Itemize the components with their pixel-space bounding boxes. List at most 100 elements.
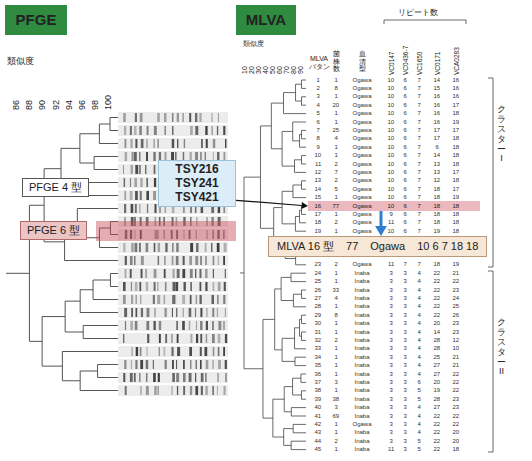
gel-band	[147, 308, 150, 317]
table-cell: 3	[390, 329, 393, 336]
dendrogram-line	[80, 390, 118, 391]
gel-band	[223, 256, 225, 265]
table-cell: 18	[453, 110, 460, 117]
table-cell: 7	[335, 169, 338, 176]
dendrogram-line	[80, 133, 100, 134]
table-cell: 5	[418, 396, 421, 403]
table-cell: 13	[315, 177, 322, 184]
gel-band	[140, 113, 143, 122]
gel-band	[139, 282, 141, 291]
table-cell: 3	[404, 312, 407, 319]
gel-band	[147, 204, 148, 213]
table-cell: 7	[418, 203, 421, 210]
table-cell: 42	[315, 421, 322, 428]
gel-band	[195, 269, 196, 278]
table-cell: 19	[434, 387, 441, 394]
table-cell: 28	[434, 345, 441, 352]
gel-band	[205, 386, 207, 395]
gel-band	[131, 295, 133, 304]
table-cell: 30	[315, 320, 322, 327]
dendrogram-line	[291, 407, 306, 408]
table-cell: 24	[453, 295, 460, 302]
table-cell: 3	[404, 329, 407, 336]
table-cell: 29	[315, 312, 322, 319]
table-cell: 23	[453, 404, 460, 411]
table-cell: 1	[335, 144, 338, 151]
gel-band	[139, 165, 141, 174]
table-cell: 6	[404, 186, 407, 193]
table-cell: 2	[335, 337, 338, 344]
gel-lane	[118, 112, 228, 123]
gel-band	[212, 295, 215, 304]
locus-header: VC1650	[416, 52, 423, 76]
pattern-label: 77	[346, 240, 358, 253]
table-cell: 22	[453, 413, 460, 420]
table-cell: 7	[418, 135, 421, 142]
gel-band	[146, 282, 148, 291]
table-cell: 1	[335, 387, 338, 394]
table-cell: Inaba	[355, 270, 370, 277]
dendrogram-line	[44, 241, 64, 242]
gel-band	[173, 282, 176, 291]
gel-band	[135, 321, 138, 330]
gel-band	[154, 386, 156, 395]
table-cell: Inaba	[355, 396, 370, 403]
gel-band	[146, 373, 147, 382]
gel-band	[147, 334, 149, 343]
table-cell: 6	[404, 93, 407, 100]
table-cell: 6	[404, 85, 407, 92]
table-cell: 1	[335, 194, 338, 201]
gel-band	[217, 295, 218, 304]
gel-band	[217, 386, 218, 395]
table-cell: 16	[434, 102, 441, 109]
dendrogram-line	[94, 156, 118, 157]
gel-band	[190, 126, 193, 135]
gel-band	[212, 126, 213, 135]
table-cell: 7	[418, 102, 421, 109]
gel-band	[184, 139, 185, 148]
table-cell: 17	[453, 169, 460, 176]
table-cell: 4	[418, 337, 421, 344]
dendrogram-line	[282, 166, 294, 167]
gel-band	[172, 308, 173, 317]
dendrogram-line	[302, 298, 306, 299]
gel-band	[196, 360, 197, 369]
table-cell: 11	[315, 161, 321, 168]
gel-band	[200, 256, 202, 265]
table-cell: 3	[335, 379, 338, 386]
table-cell: 3	[390, 278, 393, 285]
gel-band	[123, 334, 124, 343]
dendrogram-line	[302, 290, 306, 291]
dendrogram-line	[275, 349, 282, 350]
table-cell: Inaba	[355, 337, 370, 344]
gel-band	[130, 191, 133, 200]
table-cell: 19	[453, 119, 460, 126]
gel-band	[195, 373, 196, 382]
gel-band	[182, 113, 183, 122]
dendrogram-line	[284, 113, 306, 114]
gel-band	[205, 282, 207, 291]
table-cell: 4	[418, 295, 421, 302]
type-box: PFGE 6 型	[20, 221, 87, 240]
table-cell: 23	[453, 396, 460, 403]
table-cell: 11	[388, 446, 394, 453]
gel-band	[157, 295, 160, 304]
gel-band	[189, 113, 191, 122]
table-cell: 3	[404, 295, 407, 302]
table-cell: 3	[390, 362, 393, 369]
table-cell: 19	[453, 261, 460, 268]
table-cell: 22	[434, 438, 441, 445]
table-cell: 19	[315, 228, 322, 235]
table-cell: 4	[418, 345, 421, 352]
gel-band	[146, 152, 148, 161]
table-cell: 21	[453, 270, 460, 277]
gel-band	[213, 360, 214, 369]
locus-header: VC0147	[388, 52, 395, 76]
gel-band	[136, 308, 138, 317]
dendrogram-line	[284, 386, 292, 387]
table-cell: 3	[404, 287, 407, 294]
gel-band	[213, 282, 215, 291]
table-cell: 17	[453, 102, 460, 109]
dendrogram-line	[65, 260, 118, 261]
gel-band	[176, 321, 177, 330]
